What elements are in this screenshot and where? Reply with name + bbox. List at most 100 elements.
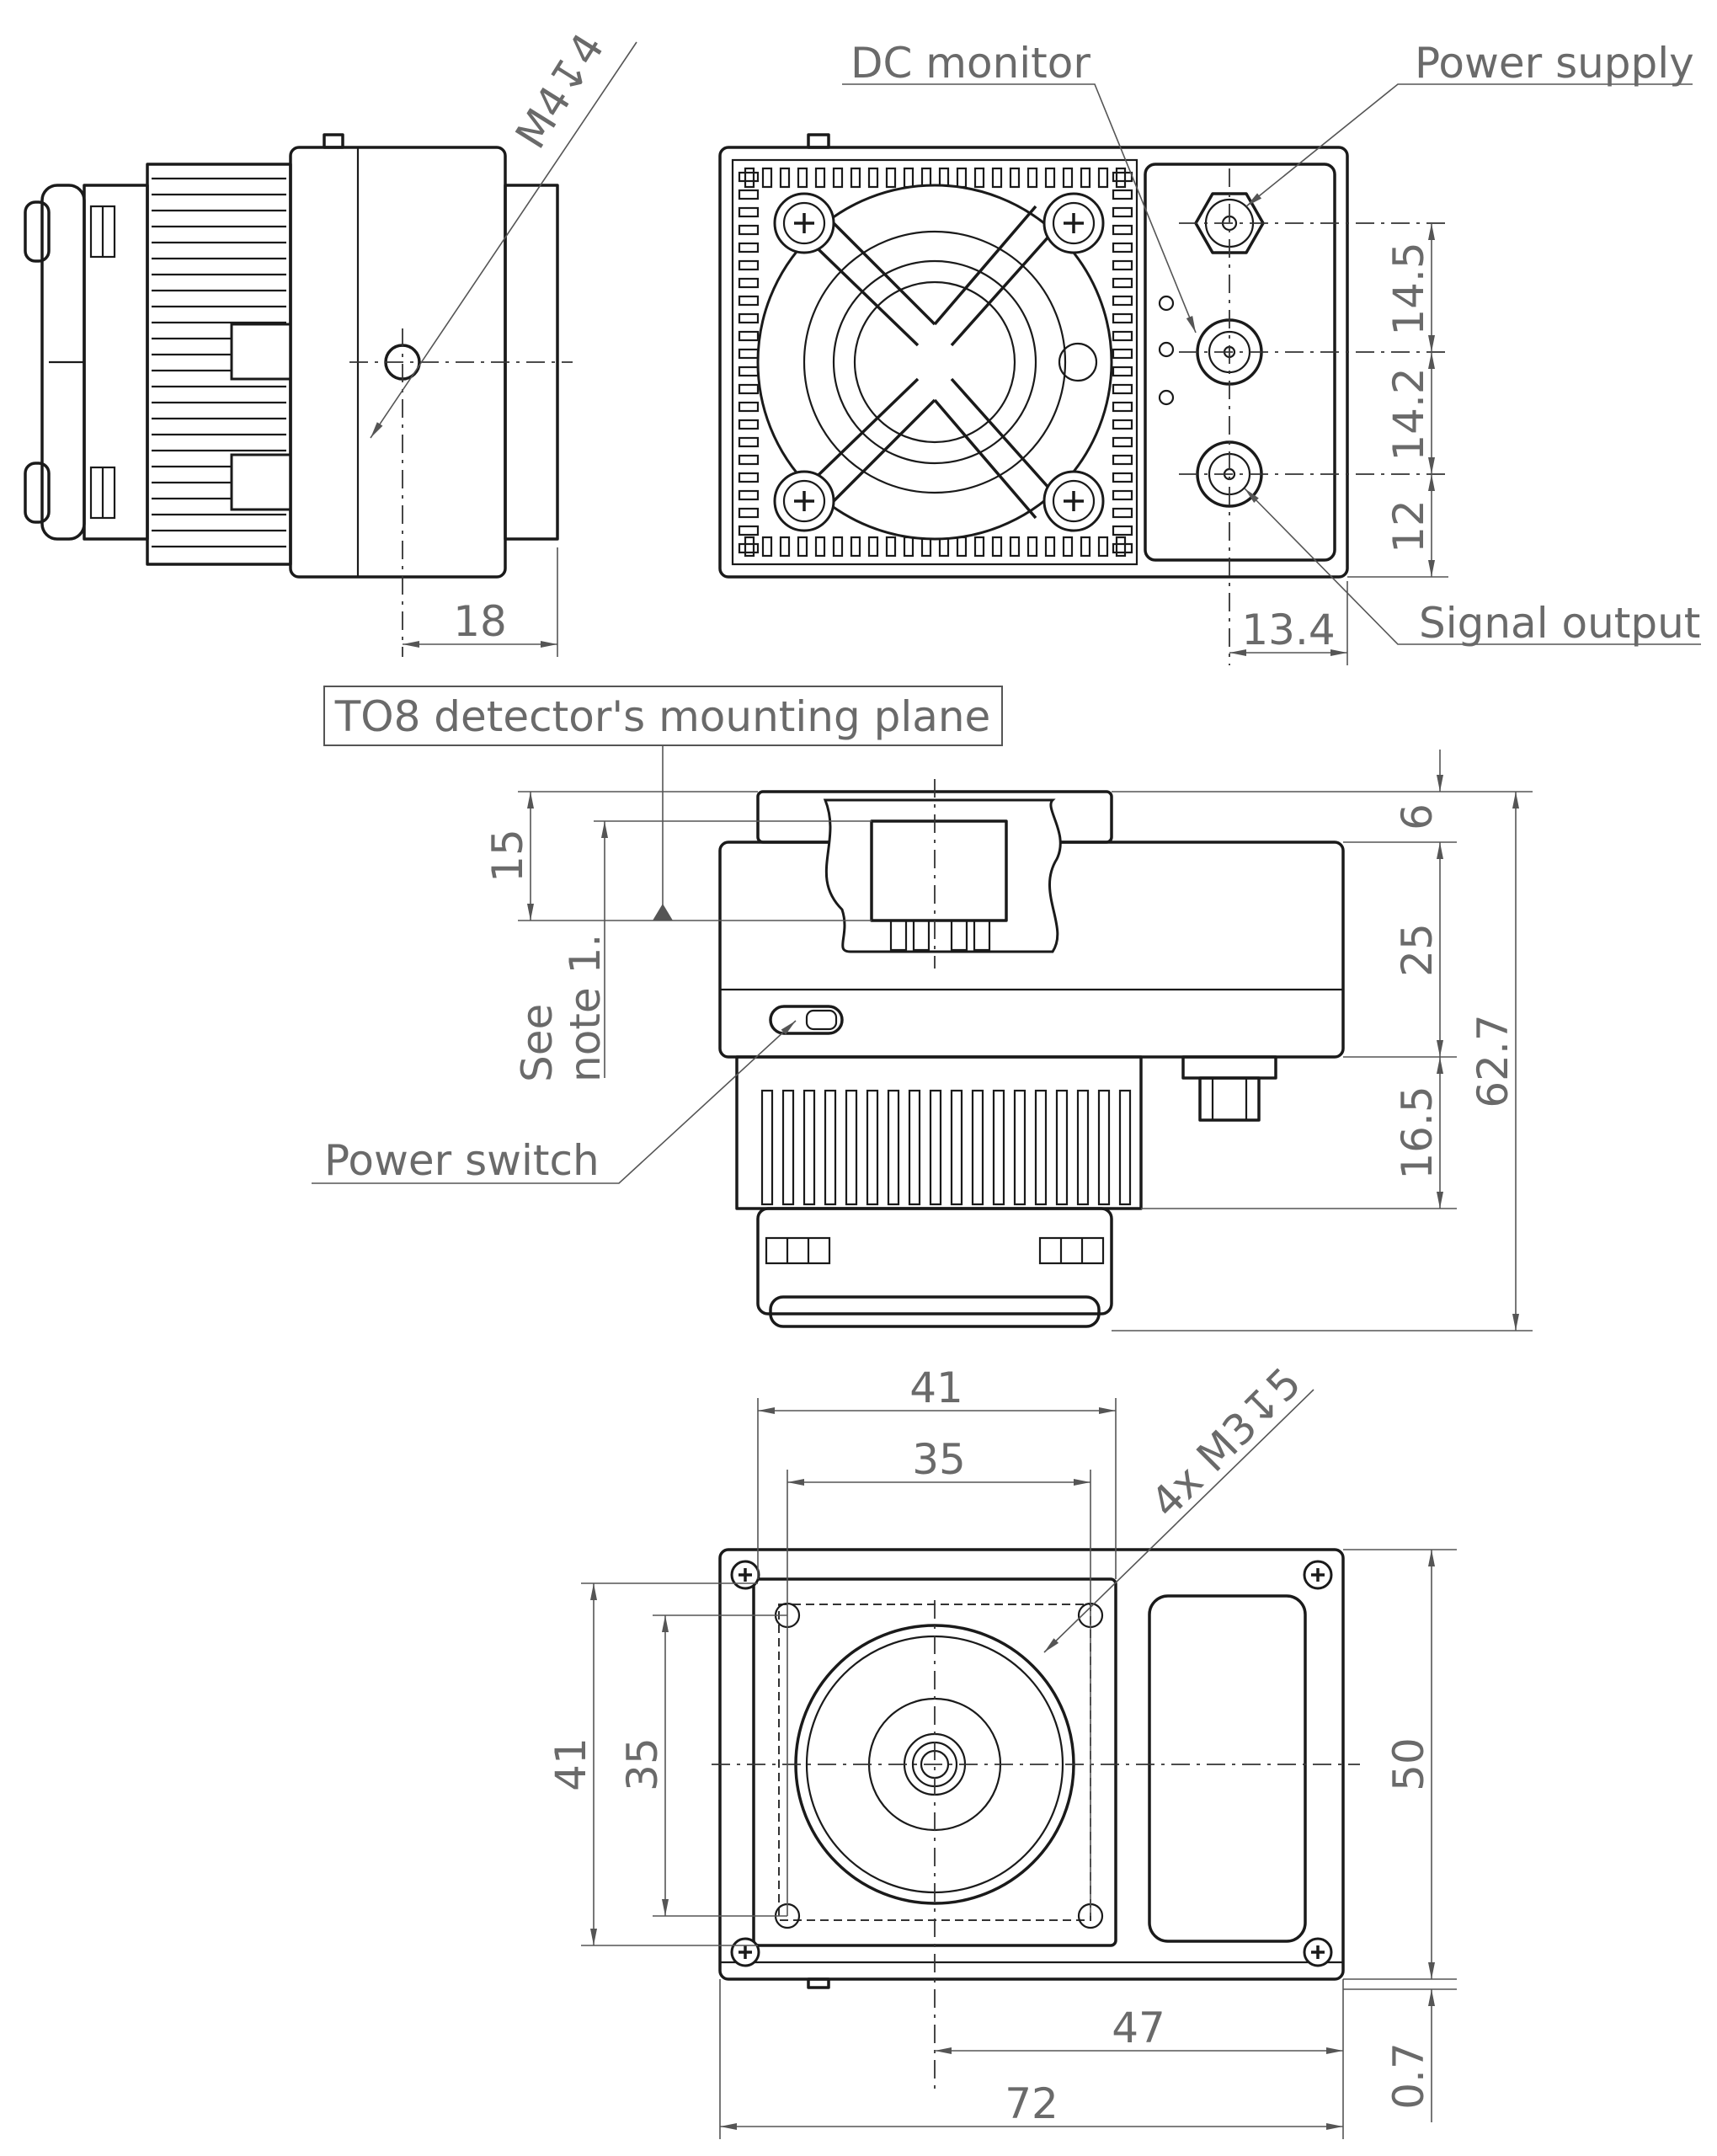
grille-slot (738, 542, 760, 554)
grille-slot (1112, 489, 1133, 501)
grille-slot (1112, 383, 1133, 395)
grille-slot (1115, 536, 1127, 558)
grille-slot (779, 536, 791, 558)
grille-slot (744, 536, 755, 558)
grille-slot (1097, 167, 1109, 189)
grille-slot (738, 330, 760, 342)
grille-slot (779, 167, 791, 189)
grille-slot (832, 167, 844, 189)
dim-35-left: 35 (618, 1737, 667, 1791)
grille-slot (738, 366, 760, 377)
dim-35-top: 35 (912, 1435, 966, 1484)
label-see-note-1: See (513, 1004, 562, 1082)
dim-18: 18 (453, 597, 507, 646)
rear-view: 14.5 14.2 12 13.4 DC monitor Power suppl… (718, 39, 1701, 665)
grille-slot (744, 167, 755, 189)
dim-14-5: 14.5 (1384, 242, 1433, 335)
screw-tl (773, 192, 835, 254)
grille-slot (1080, 167, 1091, 189)
dim-47: 47 (1112, 2004, 1165, 2052)
grille-slot (1112, 348, 1133, 360)
grille-slot (1112, 189, 1133, 200)
front-fin (887, 1089, 900, 1206)
grille-slot (1112, 312, 1133, 324)
dim-41-top: 41 (909, 1364, 963, 1412)
grille-slot (1026, 536, 1038, 558)
grille-slot (1097, 536, 1109, 558)
grille-slot (832, 536, 844, 558)
side-view: 18 M4↧4 (24, 25, 637, 657)
bottom-view: 41 35 41 35 50 0.7 47 72 4x M3↧5 (547, 1358, 1457, 2139)
label-thread-m3: 4x M3↧5 (1141, 1358, 1310, 1528)
label-mounting-plane: TO8 detector's mounting plane (334, 692, 991, 741)
dim-12: 12 (1384, 499, 1433, 553)
grille-slot (738, 419, 760, 430)
label-dc-monitor: DC monitor (851, 39, 1090, 88)
grille-slot (956, 167, 968, 189)
grille-slot (956, 536, 968, 558)
grille-slot (991, 167, 1003, 189)
grille-slot (1026, 167, 1038, 189)
grille-slot (903, 167, 914, 189)
grille-slot (1115, 167, 1127, 189)
front-fin (992, 1089, 1005, 1206)
dim-50: 50 (1384, 1737, 1433, 1791)
grille-slot (761, 536, 773, 558)
label-power-switch: Power switch (324, 1136, 600, 1185)
screw-br (1042, 470, 1105, 532)
grille-slot (1062, 167, 1074, 189)
front-fin (1055, 1089, 1069, 1206)
front-fin (845, 1089, 858, 1206)
grille-slot (885, 536, 897, 558)
grille-slot (738, 436, 760, 448)
dim-16-5: 16.5 (1393, 1086, 1442, 1179)
grille-slot (738, 348, 760, 360)
grille-slot (738, 507, 760, 519)
bottom-screw-bl (730, 1937, 760, 1967)
grille-slot (814, 167, 826, 189)
grille-slot (814, 536, 826, 558)
grille-slot (903, 536, 914, 558)
grille-slot (1112, 224, 1133, 236)
grille-slot (1062, 536, 1074, 558)
front-fin (950, 1089, 963, 1206)
label-signal-output: Signal output (1419, 599, 1700, 648)
grille-slot (738, 383, 760, 395)
front-fin (971, 1089, 984, 1206)
label-thread-m4: M4↧4 (506, 25, 614, 157)
bottom-screw-tr (1303, 1560, 1333, 1590)
front-fin (1076, 1089, 1090, 1206)
grille-slot (1044, 536, 1056, 558)
grille-slot (1009, 167, 1021, 189)
grille-slot (1112, 366, 1133, 377)
grille-slot (797, 167, 808, 189)
grille-slot (1009, 536, 1021, 558)
grille-slot (850, 536, 861, 558)
grille-slot (738, 242, 760, 253)
grille-slot (867, 536, 879, 558)
front-fin (803, 1089, 816, 1206)
grille-slot (850, 167, 861, 189)
bottom-screw-br (1303, 1937, 1333, 1967)
grille-slot (738, 277, 760, 289)
grille-slot (1112, 436, 1133, 448)
bottom-screw-tl (730, 1560, 760, 1590)
grille-slot (1112, 472, 1133, 483)
screw-tr (1042, 192, 1105, 254)
grille-slot (738, 206, 760, 218)
front-fin (824, 1089, 837, 1206)
grille-slot (738, 472, 760, 483)
dim-13-4: 13.4 (1241, 606, 1335, 654)
grille-slot (1112, 419, 1133, 430)
grille-slot (761, 167, 773, 189)
heatsink-fins-side (152, 177, 286, 548)
grille-slot (797, 536, 808, 558)
grille-slot (1112, 330, 1133, 342)
dim-25: 25 (1393, 923, 1442, 977)
front-fin (1118, 1089, 1132, 1206)
grille-slot (1112, 507, 1133, 519)
dim-72: 72 (1005, 2079, 1058, 2128)
grille-slot (991, 536, 1003, 558)
front-fin (781, 1089, 795, 1206)
